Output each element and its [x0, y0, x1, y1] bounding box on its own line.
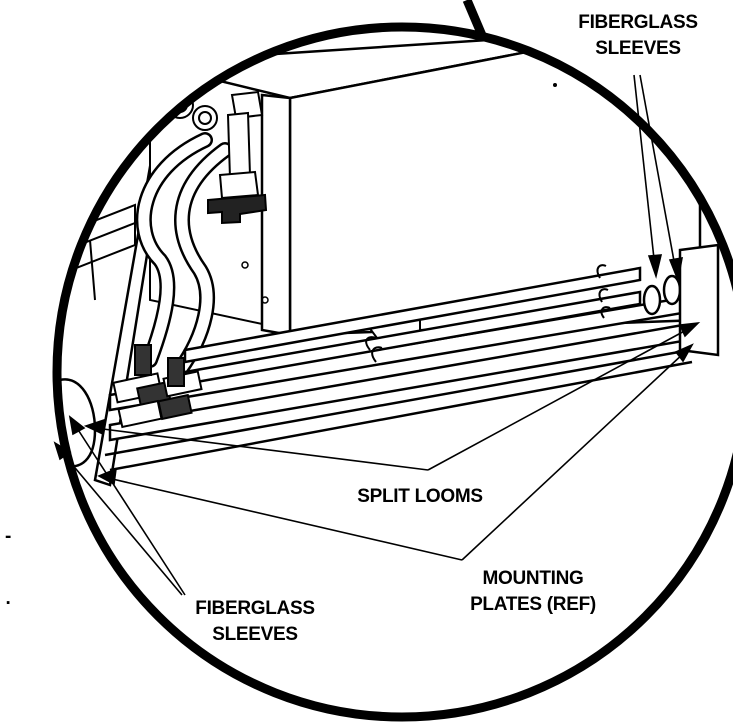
split-looms-text: SPLIT LOOMS: [357, 486, 483, 507]
right-mounting-plate: [678, 243, 720, 357]
detail-magnifier-outline: [52, 22, 733, 722]
edge-mark-dot: .: [2, 586, 14, 612]
fiberglass-sleeves-top-line1: FIBERGLASS: [578, 12, 698, 33]
fiberglass-sleeves-top-label: FIBERGLASS SLEEVES: [548, 10, 728, 62]
edge-mark-dash: -: [2, 524, 14, 550]
fiberglass-sleeves-bottom-line2: SLEEVES: [212, 624, 298, 645]
edge-mark-dash-text: -: [4, 526, 12, 547]
split-loom-clips: [365, 264, 611, 363]
mounting-plates-label: MOUNTING PLATES (REF): [438, 566, 628, 618]
mounting-plates-line2: PLATES (REF): [470, 594, 596, 615]
flex-hoses: [135, 132, 233, 378]
copper-tubes: [108, 266, 702, 442]
fiberglass-sleeves-bottom-label: FIBERGLASS SLEEVES: [165, 596, 345, 648]
split-looms-label: SPLIT LOOMS: [320, 484, 520, 510]
valve-handle: [207, 90, 268, 225]
edge-mark-dot-text: .: [5, 588, 11, 609]
valve-cluster: [112, 344, 203, 429]
mounting-plates-line1: MOUNTING: [482, 568, 584, 589]
fiberglass-sleeves-top-line2: SLEEVES: [595, 38, 681, 59]
left-pipe-stubs: [57, 350, 60, 378]
callout-leaders: [53, 74, 701, 596]
fiberglass-sleeves-bottom-line1: FIBERGLASS: [195, 598, 315, 619]
